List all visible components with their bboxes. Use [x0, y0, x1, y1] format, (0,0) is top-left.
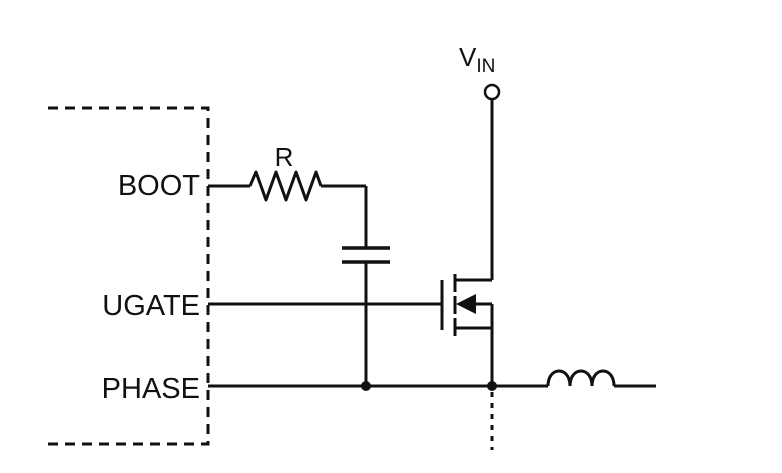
junction-dot-capacitor	[361, 381, 371, 391]
vin-label: VIN	[459, 42, 495, 77]
pin-label-boot: BOOT	[118, 170, 200, 202]
high-side-mosfet	[440, 99, 494, 386]
pin-label-phase: PHASE	[102, 373, 200, 405]
boot-net	[208, 170, 368, 248]
resistor-label: R	[275, 142, 294, 172]
mosfet-body-arrow	[456, 294, 476, 314]
vin-label-sub: IN	[476, 56, 495, 77]
output-inductor	[546, 369, 656, 388]
resistor-r	[248, 170, 323, 202]
vin-terminal-circle	[483, 83, 501, 101]
bootstrap-capacitor	[342, 246, 390, 264]
vin-label-main: V	[459, 42, 477, 72]
pin-label-ugate: UGATE	[102, 290, 200, 322]
driver-ic-boundary	[48, 106, 210, 446]
